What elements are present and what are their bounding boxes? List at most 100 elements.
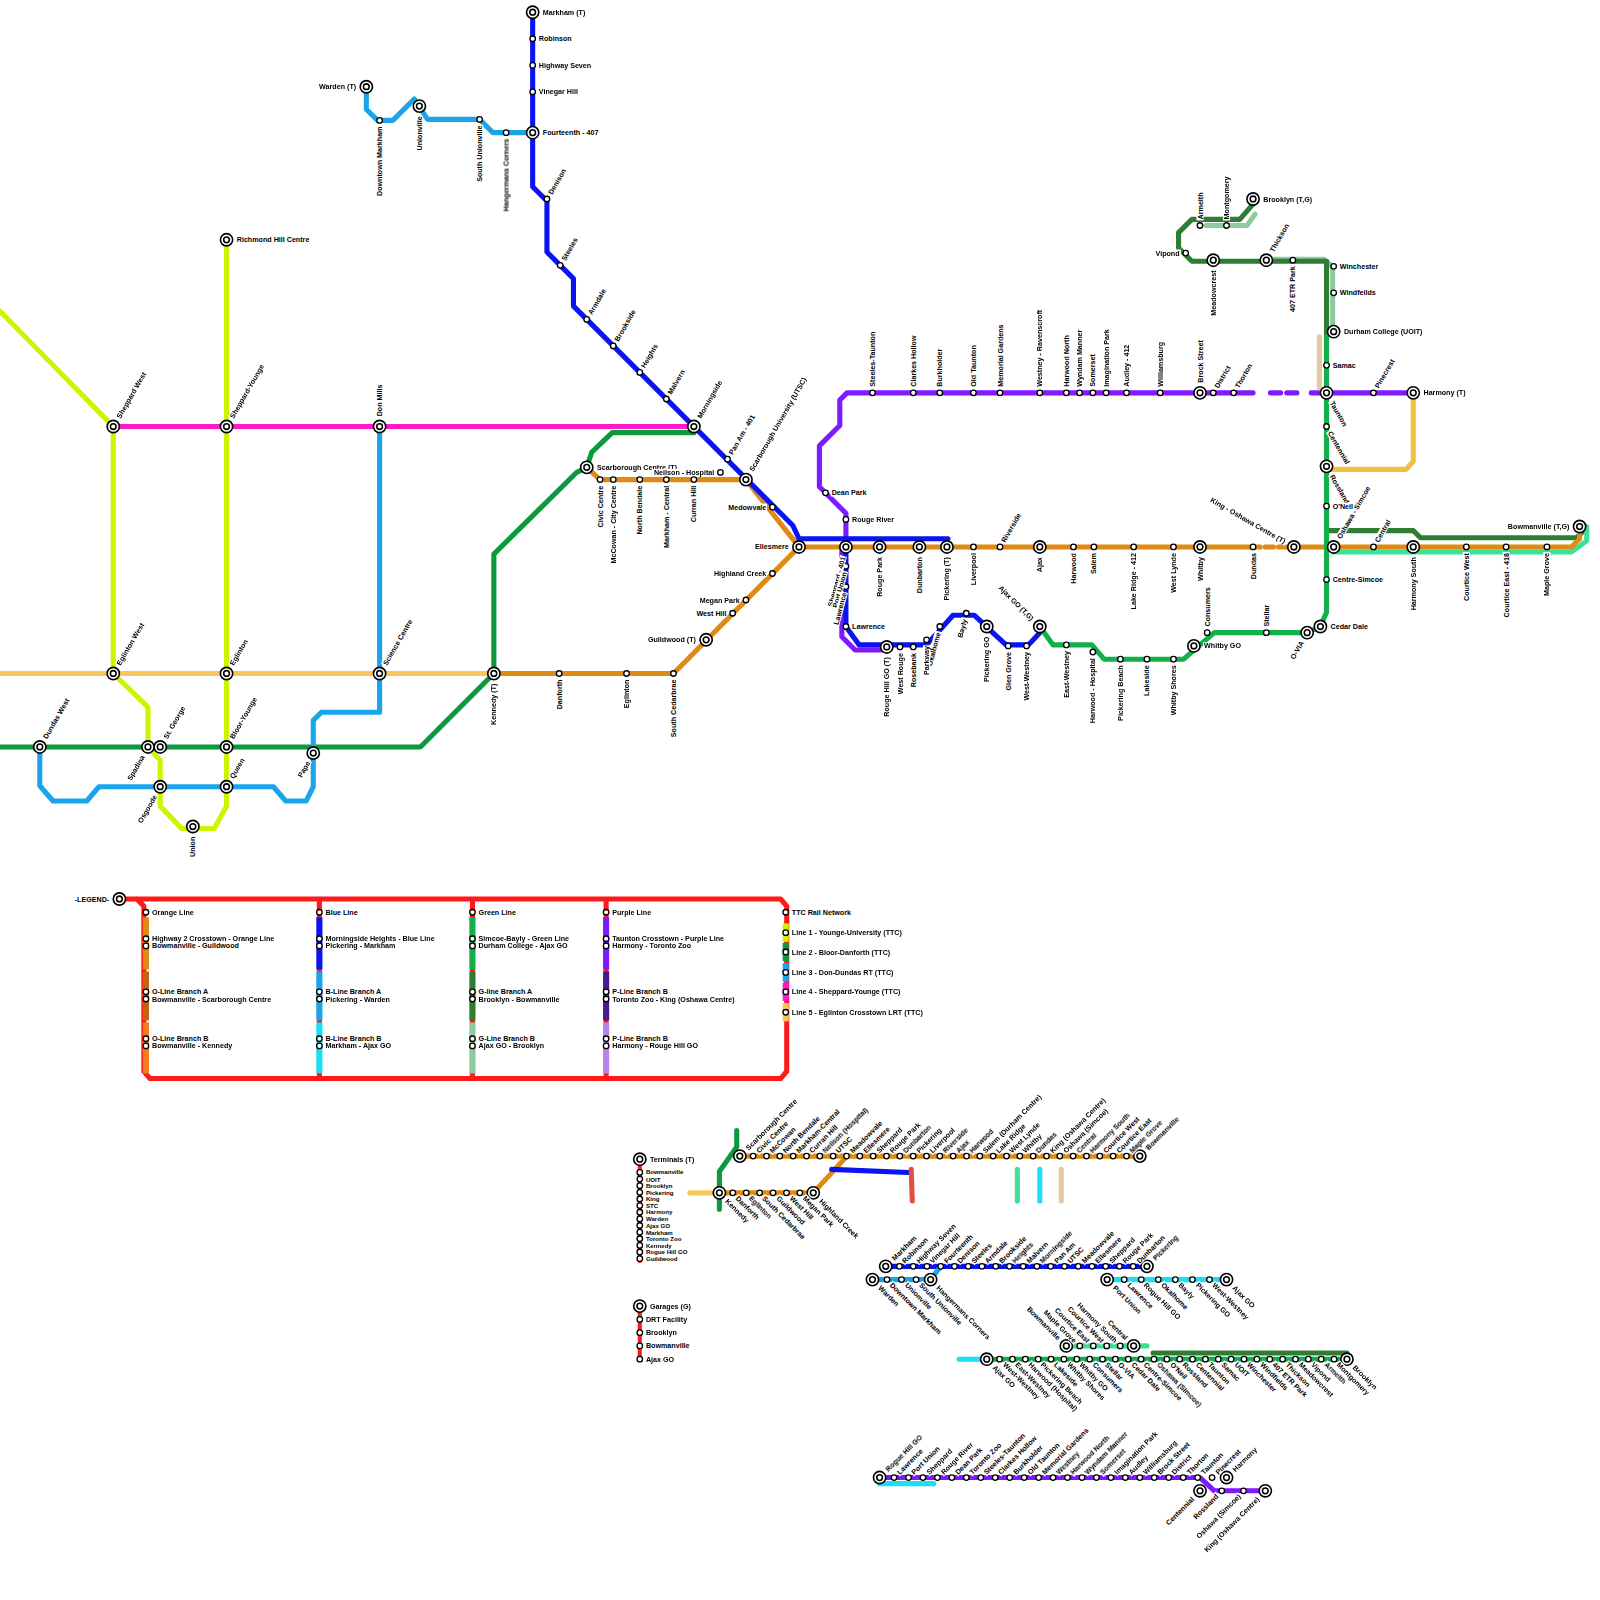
station-dot: [1195, 1475, 1201, 1481]
station-dot: [1137, 1475, 1143, 1481]
station-label: Medowvale: [727, 504, 767, 511]
legend-label: Orange Line: [151, 909, 195, 916]
station-dot: [783, 909, 789, 915]
station-dot: [1084, 1153, 1090, 1159]
legend-swatch: [469, 1022, 475, 1073]
station-label: Scarborough University (UTSC): [747, 375, 808, 473]
terminal-dot: [703, 637, 709, 643]
legend-text: Line 3 - Don-Dundas RT (TTC): [791, 969, 895, 976]
station-dot: [603, 1043, 609, 1049]
station-dot: [965, 1264, 971, 1270]
station-label: Stellar: [1263, 604, 1270, 628]
legend-text: P-Line Branch B: [611, 988, 669, 995]
station-dot: [1151, 1475, 1157, 1481]
terminal-dot: [1324, 390, 1330, 396]
terminal-dot: [110, 671, 116, 677]
legend-swatch: [143, 1022, 149, 1073]
legend-text: Simcoe-Bayly - Green Line: [478, 935, 571, 942]
terminal-dot: [220, 234, 232, 246]
terminal-dot: [843, 544, 849, 550]
station-dot: [777, 1153, 783, 1159]
terminal-dot: [413, 100, 425, 112]
station-dot: [603, 996, 609, 1002]
station-label: West Rouge: [896, 652, 903, 695]
station-dot: [317, 909, 323, 915]
station-dot: [750, 1153, 756, 1159]
station-dot: [1036, 1475, 1042, 1481]
station-dot: [997, 390, 1003, 396]
station-dot: [1290, 257, 1296, 263]
station-dot: [317, 1043, 323, 1049]
station-dot: [1048, 1264, 1054, 1270]
legend-text: Line 1 - Younge-University (TTC): [791, 929, 903, 936]
terminal-dot: [870, 1277, 876, 1283]
station-label: Harwood North: [1063, 334, 1070, 388]
legend-swatch: [316, 971, 322, 1020]
station-label: Unionville: [416, 115, 423, 151]
terminal-dot: [1263, 257, 1269, 263]
station-label: Durham College (UOIT): [1343, 328, 1424, 335]
station-dot: [1544, 544, 1550, 550]
terminal-dot: [1197, 1488, 1203, 1494]
station-label: West-Westney: [1023, 651, 1030, 702]
station-label: Pan Am - 401: [727, 413, 757, 457]
station-dot: [1331, 290, 1337, 296]
station-label: Don Mills: [376, 384, 383, 418]
station-label: Bowmanville (T,G): [1507, 523, 1571, 530]
station-dot: [817, 1153, 823, 1159]
terminal-dot: [190, 824, 196, 830]
station-dot: [913, 1277, 919, 1283]
terminal-dot: [734, 1150, 746, 1162]
list-item: Markham: [645, 1229, 674, 1235]
terminal-dot: [700, 634, 712, 646]
station-dot: [1090, 649, 1096, 655]
station-dot: [637, 1236, 643, 1242]
station-label: Whitby Shores: [1170, 664, 1177, 716]
terminal-dot: [884, 644, 890, 650]
station-label: Malvern: [666, 368, 687, 397]
station-dot: [1177, 1356, 1183, 1362]
station-label: Sheppard West: [115, 370, 148, 420]
station-dot: [1089, 1264, 1095, 1270]
station-label: Osgoode: [136, 793, 159, 825]
terminal-dot: [377, 671, 383, 677]
legend-swatch: [469, 917, 475, 969]
station-dot: [937, 624, 943, 630]
terminal-dot: [634, 1300, 646, 1312]
station-dot: [143, 943, 149, 949]
station-dot: [637, 1203, 643, 1209]
station-dot: [1103, 1264, 1109, 1270]
terminal-dot: [1318, 624, 1324, 630]
terminal-dot: [1037, 544, 1043, 550]
list-item: Ajax GO: [645, 1356, 675, 1363]
station-label: Pickering Beach: [1117, 664, 1124, 722]
station-label: Somerset: [1089, 353, 1096, 388]
station-dot: [1062, 1264, 1068, 1270]
terminal-dot: [1101, 1273, 1113, 1285]
terminal-dot: [688, 420, 700, 432]
station-dot: [897, 1264, 903, 1270]
station-dot: [1318, 1356, 1324, 1362]
terminal-dot: [377, 424, 383, 430]
station-label: Robinson: [538, 35, 573, 42]
station-dot: [1030, 1153, 1036, 1159]
terminal-dot: [220, 420, 232, 432]
terminal-dot: [873, 1471, 885, 1483]
station-label: Warden (T): [318, 83, 357, 90]
station-dot: [1166, 1475, 1172, 1481]
station-dot: [870, 1153, 876, 1159]
terminal-dot: [793, 541, 805, 553]
station-dot: [797, 1190, 803, 1196]
station-dot: [964, 611, 970, 617]
station-label: Harmony (T): [1422, 389, 1466, 396]
station-dot: [603, 943, 609, 949]
terminal-dot: [1407, 541, 1419, 553]
station-dot: [990, 1153, 996, 1159]
terminal-dot: [107, 667, 119, 679]
station-dot: [1057, 1153, 1063, 1159]
station-dot: [1037, 390, 1043, 396]
terminal-dot: [873, 541, 885, 553]
station-dot: [1138, 1277, 1144, 1283]
legend-text: B-Line Branch B: [324, 1035, 382, 1042]
station-dot: [1064, 390, 1070, 396]
